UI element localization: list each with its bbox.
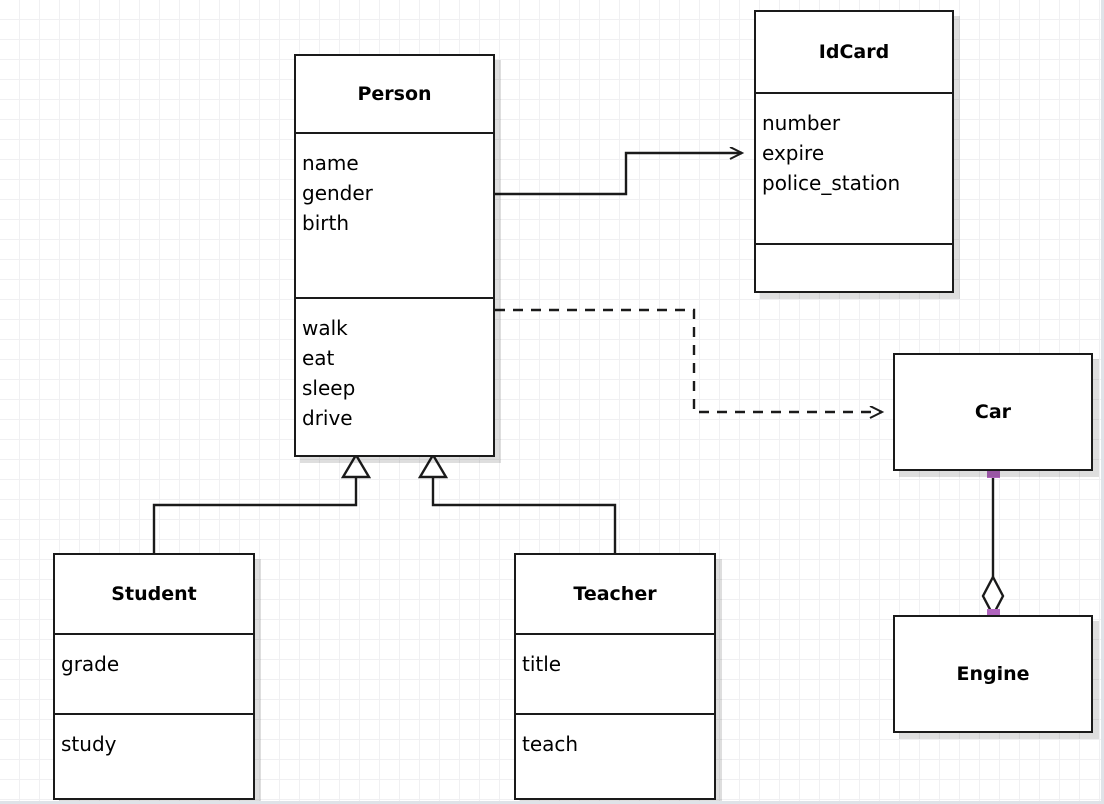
operation-item: eat — [302, 346, 335, 370]
class-name-car: Car — [974, 401, 1012, 423]
attributes-compartment-person: name gender birth — [296, 132, 493, 297]
class-name-person: Person — [357, 83, 432, 105]
edge-generalization-student-person[interactable] — [152, 452, 372, 553]
attribute-item: birth — [302, 211, 349, 235]
page-edge-bottom — [0, 801, 1104, 804]
attributes-compartment-teacher: title — [516, 633, 714, 713]
hollow-triangle-icon — [417, 452, 449, 479]
operations-compartment-person: walk eat sleep drive — [296, 297, 493, 455]
attribute-item: title — [522, 652, 562, 676]
operation-item: walk — [302, 316, 348, 340]
attribute-item: gender — [302, 181, 373, 205]
edge-dependency-person-car[interactable] — [495, 308, 882, 412]
operation-item: study — [61, 732, 117, 756]
attributes-compartment-idcard: number expire police_station — [756, 92, 952, 243]
attribute-item: number — [762, 111, 841, 135]
uml-class-student[interactable]: Student grade study — [53, 553, 255, 800]
attributes-compartment-student: grade — [55, 633, 253, 713]
uml-class-teacher[interactable]: Teacher title teach — [514, 553, 716, 800]
uml-class-car[interactable]: Car — [893, 353, 1093, 471]
uml-class-person[interactable]: Person name gender birth walk eat sleep … — [294, 54, 495, 457]
class-name-engine: Engine — [956, 663, 1030, 685]
uml-class-idcard[interactable]: IdCard number expire police_station — [754, 10, 954, 293]
attribute-item: police_station — [762, 171, 901, 195]
operations-compartment-student: study — [55, 713, 253, 798]
hollow-triangle-icon — [340, 452, 372, 479]
operation-item: teach — [522, 732, 579, 756]
attribute-item: expire — [762, 141, 825, 165]
class-name-student: Student — [111, 583, 197, 605]
class-name-idcard: IdCard — [818, 41, 890, 63]
uml-class-engine[interactable]: Engine — [893, 615, 1093, 733]
edge-aggregation-car-engine[interactable] — [981, 465, 1005, 622]
attribute-item: grade — [61, 652, 120, 676]
operations-compartment-idcard — [756, 243, 952, 291]
operations-compartment-teacher: teach — [516, 713, 714, 798]
class-name-teacher: Teacher — [573, 583, 657, 605]
page-edge-right — [1101, 0, 1104, 804]
edge-generalization-teacher-person[interactable] — [417, 452, 617, 553]
operation-item: sleep — [302, 376, 356, 400]
attribute-item: name — [302, 151, 359, 175]
operation-item: drive — [302, 406, 353, 430]
edge-association-person-idcard[interactable] — [495, 153, 742, 196]
